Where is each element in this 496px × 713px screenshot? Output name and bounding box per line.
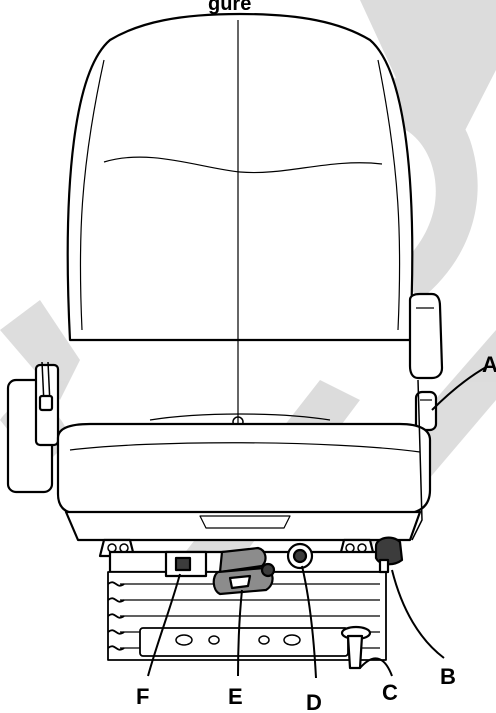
left-armrest (6, 361, 60, 494)
callout-f: F (136, 684, 149, 709)
figure-heading: gure (208, 0, 251, 15)
callout-b: B (440, 664, 456, 689)
callout-c: C (382, 680, 398, 705)
callout-d: D (306, 690, 322, 713)
leader-lines (147, 365, 489, 679)
callout-e: E (228, 684, 243, 709)
seat-cushion (56, 422, 432, 542)
side-lever (340, 625, 372, 670)
suspension-bellows (107, 571, 387, 661)
weight-adjust-handle (212, 546, 276, 596)
fore-aft-lever (164, 550, 208, 578)
callout-a: A (482, 352, 496, 377)
tilt-knob (374, 536, 404, 574)
height-adjust-knob (286, 542, 314, 570)
right-frame-rail (411, 379, 423, 541)
right-armrest (408, 292, 444, 380)
